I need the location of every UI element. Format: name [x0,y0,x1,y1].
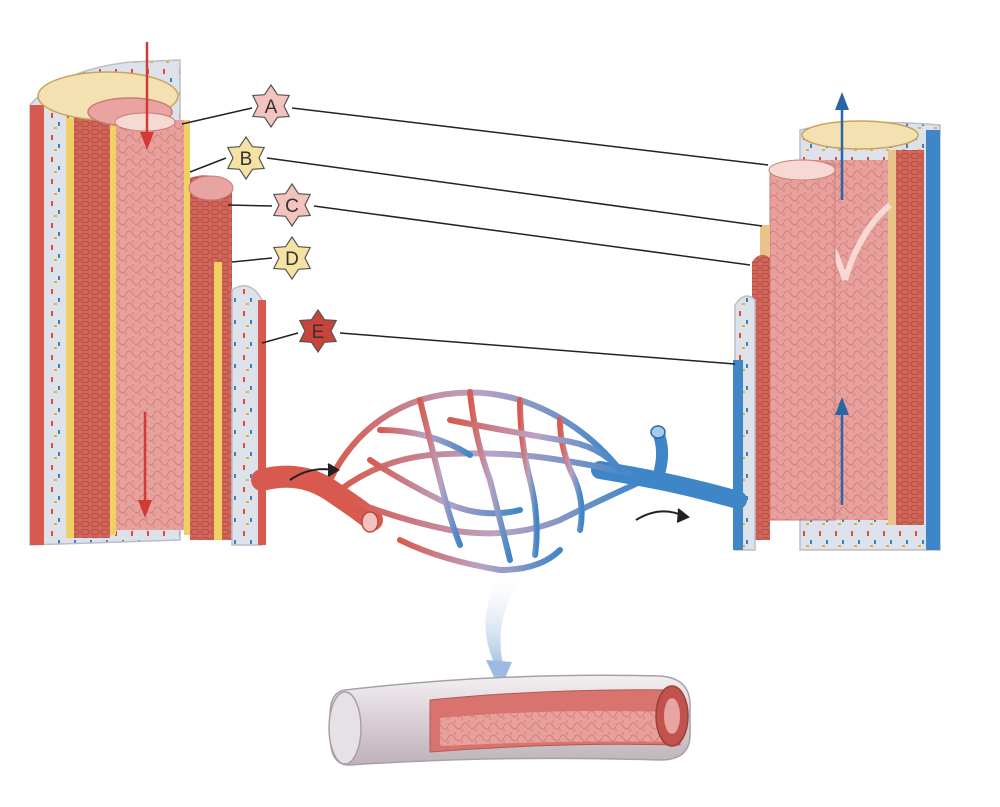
label-star-b [226,135,266,181]
label-star-a [251,83,291,129]
label-star-d [272,235,312,281]
zoom-funnel [485,565,525,672]
label-d: D [272,235,312,281]
label-e: E [298,308,338,354]
label-a: A [251,83,291,129]
label-star-e [298,308,338,354]
label-text-b: B [240,149,253,170]
artery-cross-section [29,59,266,546]
flow-arrow-down-icon [138,42,154,518]
curved-flow-arrow-icon [289,463,690,523]
capillary-bed [251,389,747,574]
label-text-e: E [312,322,325,343]
label-text-d: D [285,249,299,270]
label-star-c [272,182,312,228]
label-b: B [226,135,266,181]
flow-arrow-up-icon [835,92,849,505]
label-c: C [272,182,312,228]
capillary-detail [328,674,691,766]
vein-cross-section [733,120,941,551]
label-text-c: C [285,196,299,217]
zoom-arrow-icon [486,660,512,690]
label-text-a: A [265,97,278,118]
leader-lines [181,107,769,365]
